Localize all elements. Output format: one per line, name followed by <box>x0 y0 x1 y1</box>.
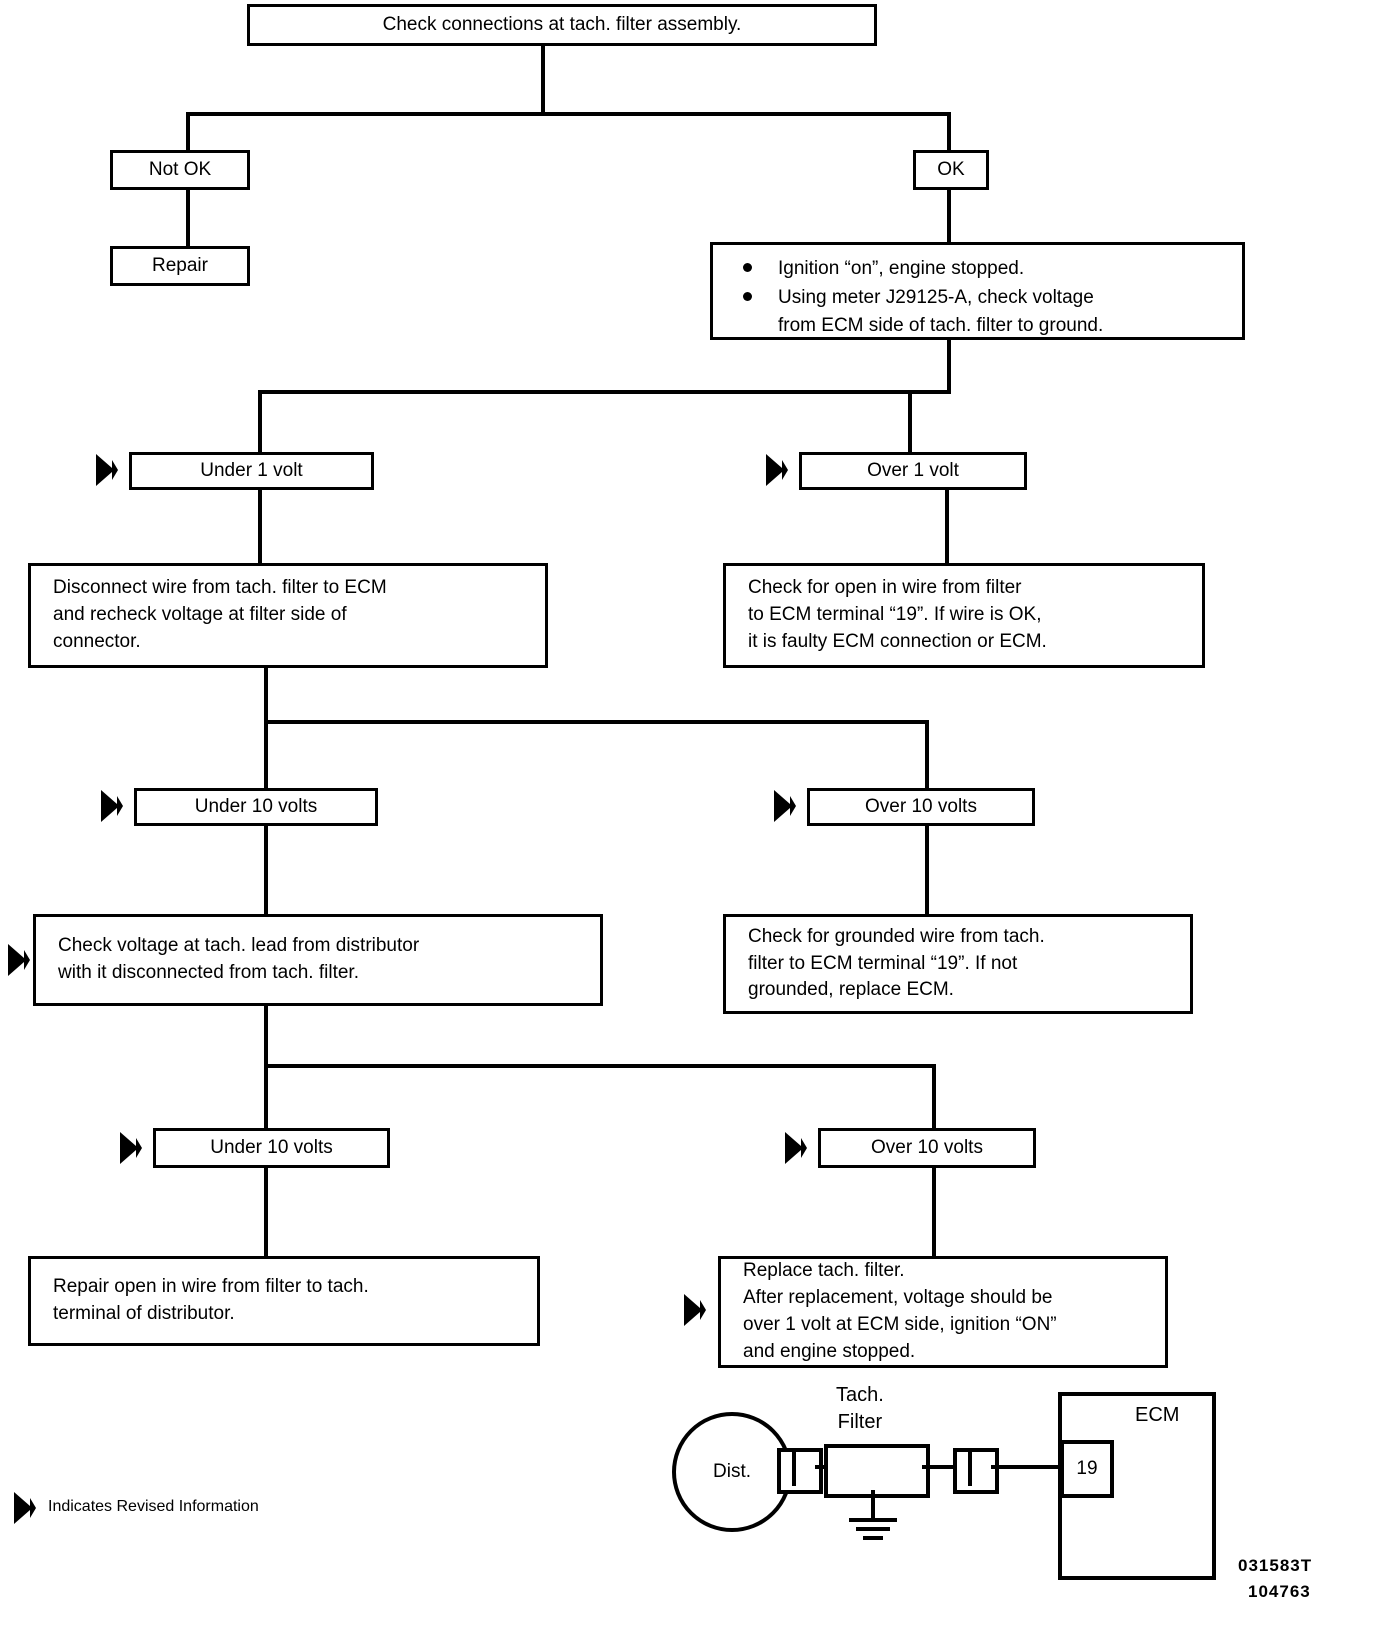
node-repair: Repair <box>110 246 250 286</box>
node-repair-open-wire-label: Repair open in wire from filter to tach.… <box>53 1276 369 1324</box>
node-disconnect-wire-label: Disconnect wire from tach. filter to ECM… <box>53 577 387 652</box>
node-check-open-wire-label: Check for open in wire from filter to EC… <box>748 577 1047 652</box>
node-check-grounded-wire-label: Check for grounded wire from tach. filte… <box>748 925 1045 1001</box>
connector-volt10b-split <box>264 1064 936 1068</box>
bullet-text: Using meter J29125-A, check voltage from… <box>778 286 1104 337</box>
node-over-1-volt: Over 1 volt <box>799 452 1027 490</box>
connector-to-over-1-volt <box>908 390 912 452</box>
connector-to-over-10a <box>925 720 929 788</box>
bullet-dot-icon <box>743 291 752 301</box>
node-not-ok: Not OK <box>110 150 250 190</box>
bullet-item: Ignition “on”, engine stopped. <box>743 255 1228 284</box>
node-not-ok-label: Not OK <box>148 158 212 180</box>
node-repair-open-wire: Repair open in wire from filter to tach.… <box>28 1256 540 1346</box>
schematic-ground-bar-2 <box>856 1527 890 1531</box>
connector-to-over-10b <box>932 1064 936 1130</box>
connector-to-not-ok <box>186 112 190 152</box>
node-check-voltage-tach-lead: Check voltage at tach. lead from distrib… <box>33 914 603 1006</box>
node-under-1-volt: Under 1 volt <box>129 452 374 490</box>
connector-to-under-10a <box>264 720 268 788</box>
node-under-1-volt-label: Under 1 volt <box>200 459 303 481</box>
connector-to-under-10b <box>264 1064 268 1130</box>
node-check-voltage-tach-lead-label: Check voltage at tach. lead from distrib… <box>58 935 420 983</box>
connector-root-split <box>186 112 951 116</box>
node-root-label: Check connections at tach. filter assemb… <box>382 13 742 35</box>
connector-over10b-action <box>932 1168 936 1256</box>
node-over-1-volt-label: Over 1 volt <box>867 459 959 481</box>
schematic-connector-2 <box>953 1448 999 1494</box>
schematic-wire-filter-connector2 <box>922 1465 956 1469</box>
schematic-terminal-19: 19 <box>1060 1440 1114 1498</box>
schematic-filter-label: Tach. Filter <box>836 1384 884 1433</box>
node-root: Check connections at tach. filter assemb… <box>247 4 877 46</box>
node-repair-label: Repair <box>152 254 208 276</box>
bullet-dot-icon <box>743 263 752 272</box>
schematic-connector-2-bar <box>968 1448 972 1486</box>
bullet-item: Using meter J29125-A, check voltage from… <box>743 284 1228 341</box>
connector-under10a-action <box>264 826 268 914</box>
schematic-ground-bar-3 <box>863 1536 883 1540</box>
node-over-10-volts-a: Over 10 volts <box>807 788 1035 826</box>
connector-not-ok-repair <box>186 190 190 246</box>
connector-tachlead-stem <box>264 1006 268 1064</box>
schematic-ground-bar-1 <box>849 1518 897 1522</box>
connector-volt1-split <box>258 390 951 394</box>
document-id-top: 031583T <box>1238 1556 1313 1575</box>
connector-under1-action <box>258 490 262 563</box>
node-under-10-volts-a: Under 10 volts <box>134 788 378 826</box>
node-replace-tach-filter: Replace tach. filter. After replacement,… <box>718 1256 1168 1368</box>
node-replace-tach-filter-label: Replace tach. filter. After replacement,… <box>743 1260 1057 1362</box>
connector-over1-action <box>945 490 949 563</box>
schematic-connector-1-bar <box>792 1448 796 1486</box>
document-id-bottom: 104763 <box>1248 1582 1311 1601</box>
schematic-ecm-box <box>1058 1392 1216 1580</box>
node-under-10-volts-b-label: Under 10 volts <box>210 1136 333 1158</box>
connector-root-stem <box>541 46 545 112</box>
node-check-instructions: Ignition “on”, engine stopped. Using met… <box>710 242 1245 340</box>
schematic-terminal-19-label: 19 <box>1076 1458 1098 1479</box>
connector-to-under-1-volt <box>258 390 262 452</box>
node-check-grounded-wire: Check for grounded wire from tach. filte… <box>723 914 1193 1014</box>
schematic-connector-1 <box>777 1448 823 1494</box>
connector-disconnect-stem <box>264 668 268 720</box>
node-over-10-volts-a-label: Over 10 volts <box>865 795 977 817</box>
connector-check-stem <box>947 340 951 390</box>
node-check-open-wire: Check for open in wire from filter to EC… <box>723 563 1205 668</box>
node-disconnect-wire: Disconnect wire from tach. filter to ECM… <box>28 563 548 668</box>
connector-under10b-action <box>264 1168 268 1256</box>
schematic-ecm-label: ECM <box>1135 1404 1180 1426</box>
schematic-tach-filter <box>824 1444 930 1498</box>
node-over-10-volts-b-label: Over 10 volts <box>871 1136 983 1158</box>
connector-over10a-action <box>925 826 929 914</box>
node-ok: OK <box>913 150 989 190</box>
node-under-10-volts-b: Under 10 volts <box>153 1128 390 1168</box>
bullet-text: Ignition “on”, engine stopped. <box>778 258 1025 279</box>
connector-volt10a-split <box>264 720 929 724</box>
connector-ok-check <box>947 190 951 242</box>
node-ok-label: OK <box>937 158 965 180</box>
node-under-10-volts-a-label: Under 10 volts <box>194 795 318 817</box>
schematic-wire-connector2-ecm <box>991 1465 1067 1469</box>
revision-legend: Indicates Revised Information <box>48 1498 259 1515</box>
node-over-10-volts-b: Over 10 volts <box>818 1128 1036 1168</box>
schematic-distributor: Dist. <box>672 1412 792 1532</box>
schematic-distributor-label: Dist. <box>713 1461 751 1482</box>
schematic-ground-stem <box>871 1490 875 1518</box>
connector-to-ok <box>947 112 951 152</box>
